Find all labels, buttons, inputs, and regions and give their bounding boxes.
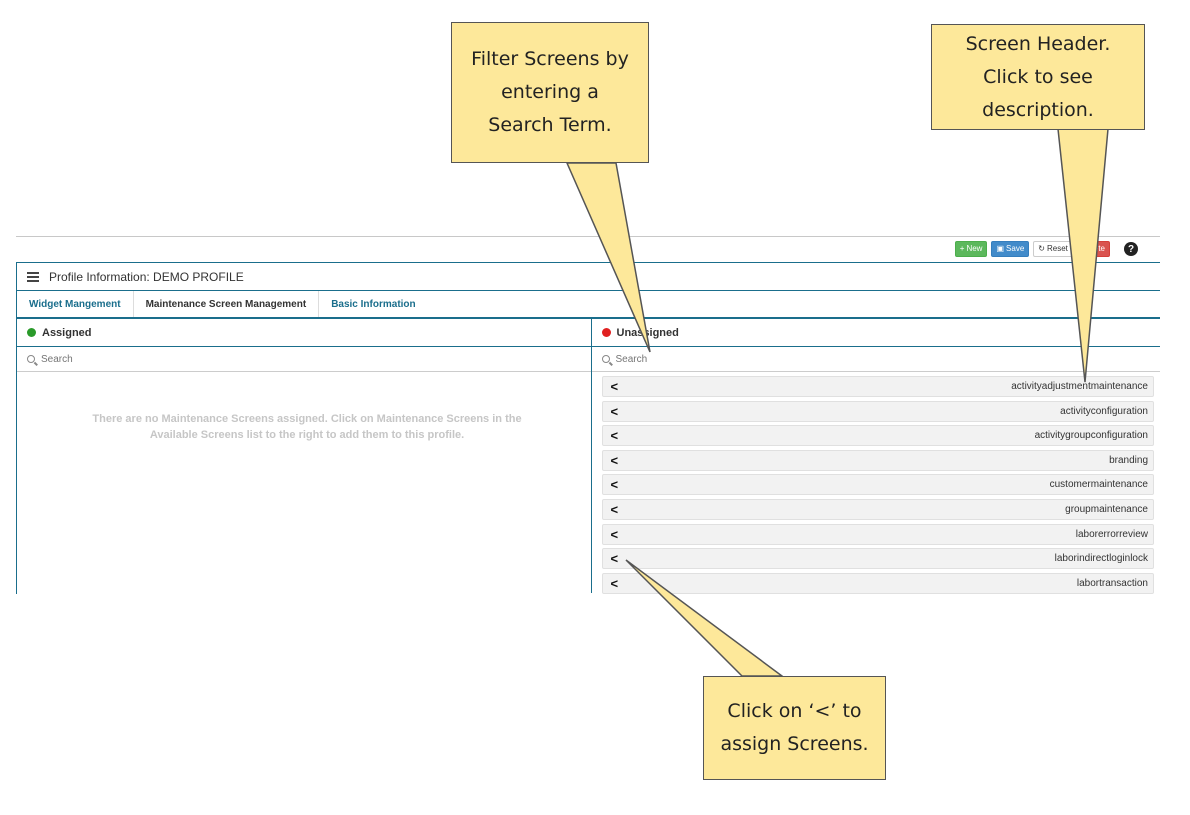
- unassigned-column: Unassigned < activityadjustmentmaintenanc…: [591, 319, 1161, 594]
- tab-widget-management[interactable]: Widget Mangement: [17, 291, 134, 317]
- save-button[interactable]: ▣Save: [991, 241, 1030, 257]
- unassigned-list: < activityadjustmentmaintenance < activity…: [592, 372, 1161, 594]
- screen-name[interactable]: activityadjustmentmaintenance: [1011, 381, 1148, 392]
- save-button-label: Save: [1006, 244, 1025, 253]
- toolbar: +New ▣Save ↻Reset Delete ?: [954, 241, 1138, 257]
- screen-name[interactable]: groupmaintenance: [1065, 503, 1148, 515]
- profile-panel: Profile Information: DEMO PROFILE Widget…: [16, 262, 1160, 594]
- unassigned-header[interactable]: Unassigned: [591, 319, 1160, 347]
- panel-title: Profile Information: DEMO PROFILE: [49, 269, 244, 284]
- search-icon: [601, 355, 610, 363]
- header-callout: Screen Header. Click to see description.: [931, 24, 1145, 130]
- plus-icon: +: [959, 244, 965, 253]
- reset-button-label: Reset: [1046, 244, 1068, 253]
- chevron-left-icon[interactable]: <: [610, 403, 619, 419]
- unassigned-search-input[interactable]: [615, 353, 916, 365]
- screen-name[interactable]: laborindirectloginlock: [1054, 553, 1148, 565]
- list-item[interactable]: < branding: [601, 449, 1154, 471]
- chevron-left-icon[interactable]: <: [610, 428, 619, 444]
- search-icon: [27, 355, 35, 363]
- help-icon[interactable]: ?: [1124, 242, 1138, 256]
- chevron-left-icon[interactable]: <: [610, 452, 619, 468]
- callout-line: Search Term.: [488, 114, 612, 136]
- screen-name[interactable]: activitygroupconfiguration: [1034, 430, 1148, 442]
- filter-callout: Filter Screens by entering a Search Term…: [451, 22, 649, 163]
- green-dot-icon: [27, 328, 36, 337]
- list-item[interactable]: < activitygroupconfiguration: [601, 425, 1154, 447]
- chevron-left-icon[interactable]: <: [610, 551, 619, 567]
- delete-button-label: Delete: [1081, 244, 1105, 253]
- assign-callout: Click on ‘<’ to assign Screens.: [703, 676, 886, 780]
- callout-line: Screen Header.: [965, 32, 1111, 55]
- list-item[interactable]: < labortransaction: [601, 572, 1154, 594]
- chevron-left-icon[interactable]: <: [610, 575, 619, 591]
- tab-bar: Widget Mangement Maintenance Screen Mana…: [17, 291, 1160, 319]
- tab-maintenance-screen-management[interactable]: Maintenance Screen Management: [134, 291, 320, 317]
- new-button[interactable]: +New: [954, 241, 988, 257]
- screen-name[interactable]: labortransaction: [1076, 577, 1148, 589]
- list-item[interactable]: < groupmaintenance: [601, 498, 1154, 520]
- profile-app: +New ▣Save ↻Reset Delete ? Profile Infor…: [16, 236, 1160, 594]
- list-item[interactable]: < activityconfiguration: [601, 400, 1154, 422]
- refresh-icon: ↻: [1038, 244, 1045, 253]
- callout-line: description.: [982, 98, 1094, 121]
- callout-line: Filter Screens by: [471, 48, 629, 70]
- unassigned-title: Unassigned: [616, 326, 679, 339]
- screen-name[interactable]: customermaintenance: [1049, 479, 1148, 491]
- callout-line: entering a: [501, 81, 599, 103]
- chevron-left-icon[interactable]: <: [610, 477, 619, 493]
- list-item[interactable]: < laborindirectloginlock: [601, 548, 1154, 570]
- reset-button[interactable]: ↻Reset: [1033, 241, 1073, 257]
- assigned-search-input[interactable]: [41, 353, 341, 365]
- assigned-header: Assigned: [17, 319, 591, 347]
- screen-columns: Assigned There are no Maintenance Screen…: [17, 319, 1161, 594]
- assigned-title: Assigned: [42, 326, 92, 339]
- delete-button[interactable]: Delete: [1076, 241, 1110, 257]
- list-item[interactable]: < laborerrorreview: [601, 523, 1154, 545]
- floppy-icon: ▣: [996, 244, 1005, 253]
- new-button-label: New: [966, 244, 983, 253]
- red-dot-icon: [601, 328, 611, 337]
- panel-header: Profile Information: DEMO PROFILE: [17, 263, 1160, 291]
- list-icon: [27, 271, 39, 282]
- list-item[interactable]: < activityadjustmentmaintenance: [601, 376, 1154, 397]
- chevron-left-icon[interactable]: <: [610, 501, 619, 517]
- callout-line: Click on ‘<’ to: [727, 700, 862, 722]
- callout-line: assign Screens.: [720, 733, 869, 755]
- assigned-search: [17, 347, 591, 372]
- chevron-left-icon[interactable]: <: [610, 526, 619, 542]
- callout-line: Click to see: [983, 65, 1093, 88]
- chevron-left-icon[interactable]: <: [610, 379, 619, 394]
- tab-basic-information[interactable]: Basic Information: [331, 298, 416, 310]
- top-divider: [16, 236, 1160, 237]
- screen-name[interactable]: activityconfiguration: [1060, 405, 1148, 417]
- screen-name[interactable]: laborerrorreview: [1075, 528, 1148, 540]
- unassigned-search: [591, 347, 1160, 372]
- screen-name[interactable]: branding: [1109, 454, 1148, 466]
- empty-message: There are no Maintenance Screens assigne…: [92, 413, 522, 441]
- list-item[interactable]: < customermaintenance: [601, 474, 1154, 496]
- assigned-column: Assigned There are no Maintenance Screen…: [17, 319, 592, 593]
